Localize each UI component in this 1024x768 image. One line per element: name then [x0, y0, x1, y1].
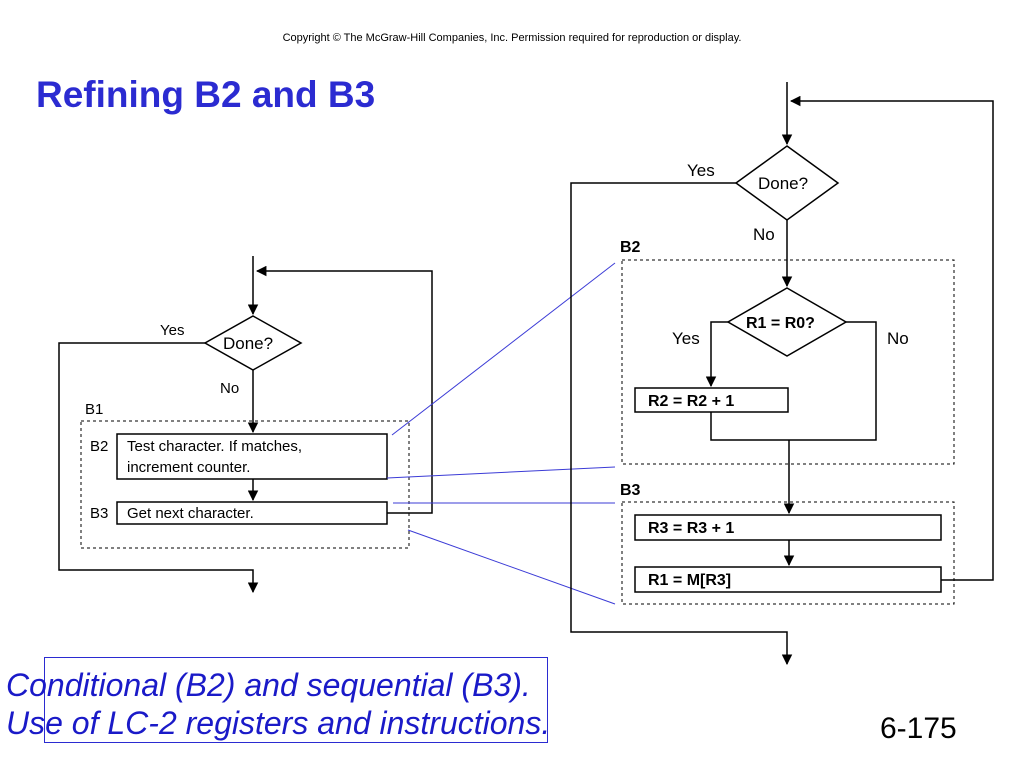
right-b2-label: B2	[620, 239, 641, 256]
left-done-label: Done?	[223, 334, 273, 353]
r2-join	[710, 412, 789, 441]
inner-no-branch	[789, 321, 877, 441]
left-b2-label: B2	[90, 438, 108, 455]
left-b1-label: B1	[85, 401, 103, 418]
left-b2-text-1: Test character. If matches,	[127, 438, 302, 455]
left-flowchart: Done? Yes No B1 B2 Test character. If ma…	[58, 256, 433, 594]
left-b3-label: B3	[90, 505, 108, 522]
right-loop-back	[789, 95, 994, 581]
caption-line-2: Use of LC-2 registers and instructions.	[6, 705, 551, 741]
left-b2-box	[116, 433, 388, 480]
r2-box	[634, 387, 789, 413]
left-b3-box	[116, 501, 388, 525]
r3-box-text: R3 = R3 + 1	[648, 520, 734, 537]
left-no-label: No	[220, 380, 239, 397]
r1-r0-label: R1 = R0?	[746, 315, 815, 332]
left-b2-text-2: increment counter.	[127, 459, 250, 476]
r1-box-text: R1 = M[R3]	[648, 572, 731, 589]
caption-line-1: Conditional (B2) and sequential (B3).	[6, 667, 531, 703]
inner-yes-label: Yes	[672, 329, 700, 348]
right-b2-block	[621, 259, 955, 465]
right-flowchart: Done? Yes No B2 R1 = R0? Yes No R2 = R2 …	[570, 82, 994, 666]
right-yes-exit	[570, 182, 793, 666]
connector-b3-bottom	[407, 529, 616, 605]
left-yes-exit	[58, 342, 259, 594]
connector-b2-top	[391, 262, 616, 436]
copyright-notice: Copyright © The McGraw-Hill Companies, I…	[282, 32, 742, 44]
r2-box-text: R2 = R2 + 1	[648, 393, 734, 410]
right-yes-label: Yes	[687, 161, 715, 180]
connector-b2-bottom	[386, 466, 616, 479]
left-b3-text: Get next character.	[127, 505, 254, 522]
caption-box	[44, 657, 548, 743]
connector-lines	[386, 262, 616, 605]
caption: Conditional (B2) and sequential (B3). Us…	[6, 666, 606, 742]
r3-box	[634, 514, 942, 541]
right-no-label: No	[753, 225, 775, 244]
right-done-label: Done?	[758, 174, 808, 193]
r1-box	[634, 566, 942, 593]
left-b1-block	[80, 420, 410, 549]
right-b3-label: B3	[620, 482, 641, 499]
page-title: Refining B2 and B3	[36, 74, 376, 115]
page-number: 6-175	[880, 712, 957, 745]
left-yes-label: Yes	[160, 322, 184, 339]
inner-no-label: No	[887, 329, 909, 348]
inner-yes-branch	[705, 321, 728, 388]
r1-r0-decision	[726, 287, 848, 357]
right-b3-block	[621, 501, 955, 605]
